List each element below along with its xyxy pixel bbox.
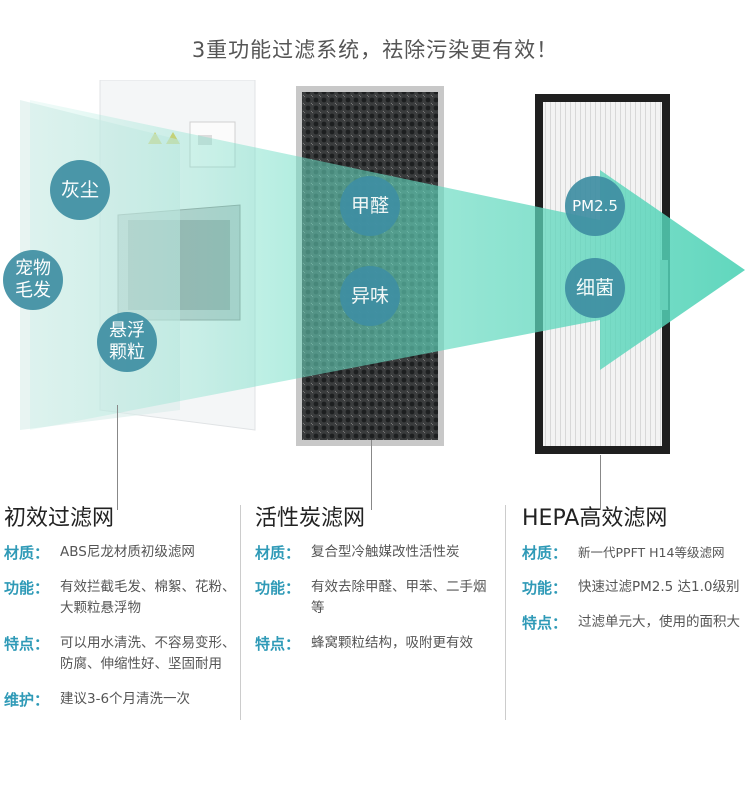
info-row: 功能： 有效拦截毛发、棉絮、花粉、大颗粒悬浮物	[4, 577, 236, 619]
bubble-particles-label: 悬浮颗粒	[109, 320, 145, 363]
row-label: 功能：	[522, 579, 568, 597]
bubble-pet-hair: 宠物毛发	[3, 250, 63, 310]
row-label: 特点：	[522, 614, 568, 632]
info-row: 材质： ABS尼龙材质初级滤网	[4, 542, 236, 563]
info-row: 维护： 建议3-6个月清洗一次	[4, 689, 236, 710]
pointer-line-3	[600, 455, 601, 510]
row-label: 特点：	[255, 635, 301, 653]
divider-2	[505, 505, 506, 720]
page-headline: 3重功能过滤系统，祛除污染更有效！	[191, 38, 559, 62]
column-title: 初效过滤网	[4, 506, 115, 531]
row-label: 材质：	[4, 544, 50, 562]
info-row: 材质： 复合型冷触媒改性活性炭	[255, 542, 495, 563]
column-title: HEPA高效滤网	[522, 506, 668, 531]
info-row: 特点： 可以用水清洗、不容易变形、防腐、伸缩性好、坚固耐用	[4, 633, 236, 675]
info-row: 功能： 有效去除甲醛、甲苯、二手烟等	[255, 577, 495, 619]
column-carbon-filter: 活性炭滤网 材质： 复合型冷触媒改性活性炭 功能： 有效去除甲醛、甲苯、二手烟等…	[255, 500, 495, 668]
bubble-bacteria: 细菌	[565, 258, 625, 318]
info-row: 特点： 过滤单元大，使用的面积大	[522, 612, 747, 633]
row-text: 蜂窝颗粒结构，吸附更有效	[311, 635, 473, 651]
bubble-pm25: PM2.5	[565, 176, 625, 236]
pointer-line-2	[371, 440, 372, 510]
row-text: ABS尼龙材质初级滤网	[60, 544, 195, 560]
row-text: 有效拦截毛发、棉絮、花粉、大颗粒悬浮物	[60, 579, 236, 616]
row-label: 材质：	[255, 544, 301, 562]
bubble-dust: 灰尘	[50, 160, 110, 220]
row-text: 复合型冷触媒改性活性炭	[311, 544, 460, 560]
row-text: 有效去除甲醛、甲苯、二手烟等	[311, 579, 487, 616]
row-label: 功能：	[255, 579, 301, 597]
row-text: 快速过滤PM2.5 达1.0级别	[578, 579, 740, 595]
airflow-arrow	[30, 100, 745, 430]
row-text: 建议3-6个月清洗一次	[60, 691, 191, 707]
column-primary-filter: 初效过滤网 材质： ABS尼龙材质初级滤网 功能： 有效拦截毛发、棉絮、花粉、大…	[4, 500, 236, 724]
info-row: 材质： 新一代PPFT H14等级滤网	[522, 542, 747, 563]
row-label: 材质：	[522, 544, 568, 562]
row-label: 特点：	[4, 635, 50, 653]
row-label: 功能：	[4, 579, 50, 597]
bubble-formaldehyde: 甲醛	[340, 176, 400, 236]
row-label: 维护：	[4, 691, 50, 709]
column-hepa-filter: HEPA高效滤网 材质： 新一代PPFT H14等级滤网 功能： 快速过滤PM2…	[522, 500, 747, 647]
filter-illustration	[20, 80, 745, 454]
info-row: 特点： 蜂窝颗粒结构，吸附更有效	[255, 633, 495, 654]
row-text: 可以用水清洗、不容易变形、防腐、伸缩性好、坚固耐用	[60, 635, 236, 672]
pointer-line-1	[117, 405, 118, 510]
row-text: 过滤单元大，使用的面积大	[578, 614, 740, 630]
divider-1	[240, 505, 241, 720]
bubble-odor: 异味	[340, 266, 400, 326]
bubble-pet-hair-label: 宠物毛发	[15, 258, 51, 301]
bubble-particles: 悬浮颗粒	[97, 312, 157, 372]
column-title: 活性炭滤网	[255, 506, 366, 531]
row-text: 新一代PPFT H14等级滤网	[578, 545, 725, 560]
info-row: 功能： 快速过滤PM2.5 达1.0级别	[522, 577, 747, 598]
